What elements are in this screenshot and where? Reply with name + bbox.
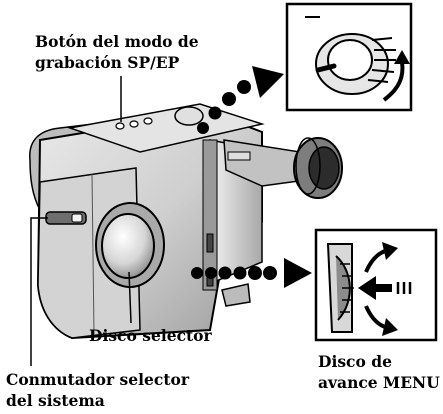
system-switch-label-line2: del sistema: [6, 391, 105, 410]
record-mode-dial-detail-icon: [285, 2, 413, 112]
camcorder-illustration: [29, 103, 343, 340]
record-mode-pointer: [197, 66, 284, 134]
system-switch-label: Conmutador selector: [6, 370, 189, 389]
selector-dial-leader: [128, 271, 132, 324]
menu-dial-label-line2: avance MENU: [318, 373, 440, 392]
menu-dial-pointer: [191, 258, 312, 288]
record-mode-button-label-line2: grabación SP/EP: [35, 53, 180, 72]
record-mode-button-label: Botón del modo de: [35, 32, 199, 51]
selector-dial-label: Disco selector: [89, 326, 212, 345]
system-switch-leader: [30, 217, 48, 366]
menu-dial-label: Disco de: [318, 352, 392, 371]
menu-jog-dial-detail-icon: [314, 228, 438, 342]
